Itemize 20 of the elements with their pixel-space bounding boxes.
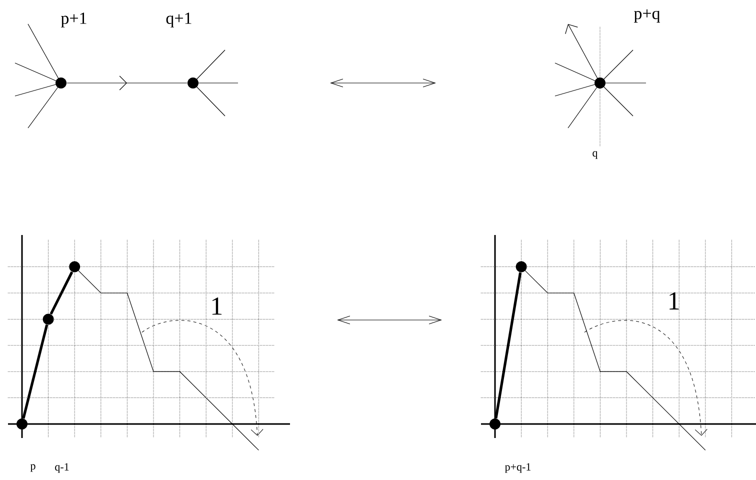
axis-label: q-1	[55, 463, 69, 473]
vertex-dot	[42, 314, 54, 325]
vertex-label: p+1	[60, 12, 86, 28]
vertex-dot	[16, 418, 28, 430]
graph-edge	[494, 272, 522, 418]
vertex-dot	[516, 261, 527, 272]
region-label: 1	[670, 292, 679, 310]
axis-label: p	[30, 464, 36, 472]
region-label: 1	[212, 298, 222, 315]
vertex-dot	[56, 78, 66, 88]
vertex-label: q+1	[166, 12, 192, 28]
vertex-dot	[490, 418, 500, 430]
vertex-dot	[188, 78, 198, 88]
axis-label: p+q-1	[505, 463, 531, 473]
vertex-dot	[594, 78, 606, 88]
vertex-dot	[69, 261, 80, 272]
graph-edge	[50, 271, 74, 315]
graph-edge	[22, 324, 48, 419]
vertex-label: p+q	[634, 9, 660, 23]
axis-label: q	[592, 151, 598, 159]
